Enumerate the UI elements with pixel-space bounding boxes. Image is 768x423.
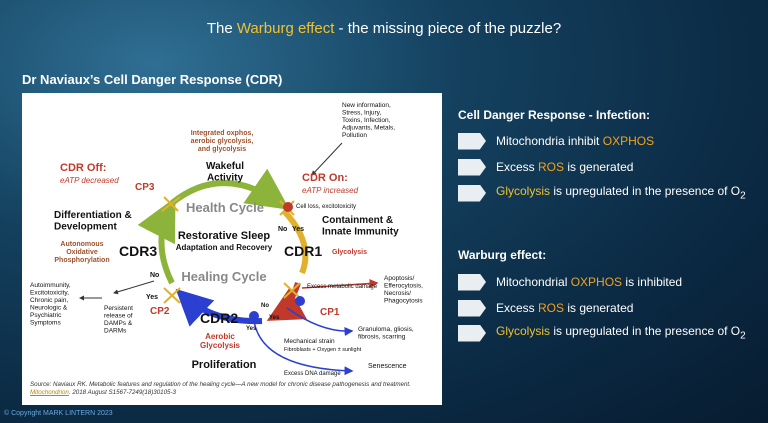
source-citation: Source: Naviaux RK. Metabolic features a… <box>30 381 411 396</box>
copyright-text: © Copyright MARK LINTERN 2023 <box>4 410 113 417</box>
cdr3-arc <box>137 197 176 285</box>
differentiation-text: Differentiation &Development <box>54 210 132 233</box>
cell-loss-text: Cell loss, excitotoxicity <box>296 204 356 210</box>
cdr2-label: CDR2 <box>200 310 238 326</box>
yes-label-1: Yes <box>292 226 304 233</box>
no-label-3: No <box>150 272 159 279</box>
granuloma-arrow <box>286 307 354 336</box>
senescence-arrow <box>253 320 354 376</box>
granuloma-text: Granuloma, gliosis,fibrosis, scarring <box>358 326 414 341</box>
arrow-icon <box>458 132 486 150</box>
apoptosis-text: Apoptosis/Efferocytosis,Necrosis/Phagocy… <box>384 275 423 305</box>
excess-metabolic-text: Excess metabolic damage <box>307 284 378 290</box>
excess-dna-text: Excess DNA damage <box>284 371 341 377</box>
heading-warburg: Warburg effect: <box>458 248 547 262</box>
cp3-label: CP3 <box>135 182 155 193</box>
health-cycle-label: Health Cycle <box>186 200 264 215</box>
no-label-2: No <box>261 303 269 309</box>
arrow-icon <box>458 299 486 317</box>
senescence-text: Senescence <box>368 363 407 370</box>
bullet-4: Mitochondrial OXPHOS is inhibited <box>458 272 758 292</box>
no-label-1: No <box>278 226 287 233</box>
page-title: The Warburg effect - the missing piece o… <box>206 20 562 37</box>
top-inputs-text: New information,Stress, Injury,Toxins, I… <box>342 102 395 139</box>
integrated-text: Integrated oxphos,aerobic glycolysis,and… <box>191 130 254 153</box>
cp1-node <box>295 296 305 306</box>
proliferation-label: Proliferation <box>192 359 257 371</box>
spacer <box>342 298 377 303</box>
cdr2-node <box>249 311 259 321</box>
yes-label-3: Yes <box>146 294 158 301</box>
cdr-off-label: CDR Off: <box>60 162 106 174</box>
excess-metabolic-arrow <box>301 279 379 289</box>
cdr-on-label: CDR On: <box>302 172 348 184</box>
cp1-label: CP1 <box>320 307 340 318</box>
arrow-icon <box>458 273 486 291</box>
cdr1-arc <box>281 208 309 275</box>
arrow-icon <box>458 158 486 176</box>
restorative-sleep: Restorative Sleep <box>178 230 271 242</box>
cdr1-node <box>283 202 293 212</box>
cp2-label: CP2 <box>150 306 170 317</box>
bullet-5: Excess ROS is generated <box>458 298 758 318</box>
cdr2-arc <box>175 288 263 327</box>
source-link[interactable]: Mitochondrion <box>30 389 69 396</box>
yes-label-2a: Yes <box>269 315 280 321</box>
arrow-icon <box>458 324 486 342</box>
bullet-1: Mitochondria inhibit OXPHOS <box>458 131 758 151</box>
heading-cdr-infection: Cell Danger Response - Infection: <box>458 108 651 122</box>
adaptation-recovery: Adaptation and Recovery <box>176 243 273 252</box>
cdr1-label: CDR1 <box>284 243 322 259</box>
bullet-2: Excess ROS is generated <box>458 157 758 177</box>
inputs-arrow <box>311 142 343 176</box>
glycolysis-label: Glycolysis <box>332 249 367 256</box>
cdr-off-sub: eATP decreased <box>60 176 119 185</box>
diagram-subtitle: Dr Naviaux’s Cell Danger Response (CDR) <box>22 72 283 87</box>
yes-label-2b: Yes <box>246 326 257 332</box>
mechanical-text: Mechanical strain <box>284 338 335 345</box>
bullet-3: Glycolysis is upregulated in the presenc… <box>458 183 758 203</box>
health-cycle-arc-top <box>170 168 290 210</box>
healing-cycle-label: Healing Cycle <box>181 269 266 284</box>
cdr3-no-arrow <box>113 280 155 295</box>
cdr-on-sub: eATP increased <box>302 186 359 195</box>
cdr-diagram-panel: New information,Stress, Injury,Toxins, I… <box>22 93 442 405</box>
title-highlight: Warburg effect <box>236 20 335 37</box>
bullet-6: Glycolysis is upregulated in the presenc… <box>458 323 758 343</box>
autoimmunity-text: Autoimmunity,Excitotoxicity,Chronic pain… <box>30 282 71 327</box>
containment-text: Containment &Innate Immunity <box>322 215 399 238</box>
fibroblasts-text: Fibroblasts + Oxygen ± sunlight <box>284 347 362 353</box>
cdr3-label: CDR3 <box>119 243 157 259</box>
cdr-diagram: New information,Stress, Injury,Toxins, I… <box>30 102 423 377</box>
arrow-icon <box>458 184 486 202</box>
